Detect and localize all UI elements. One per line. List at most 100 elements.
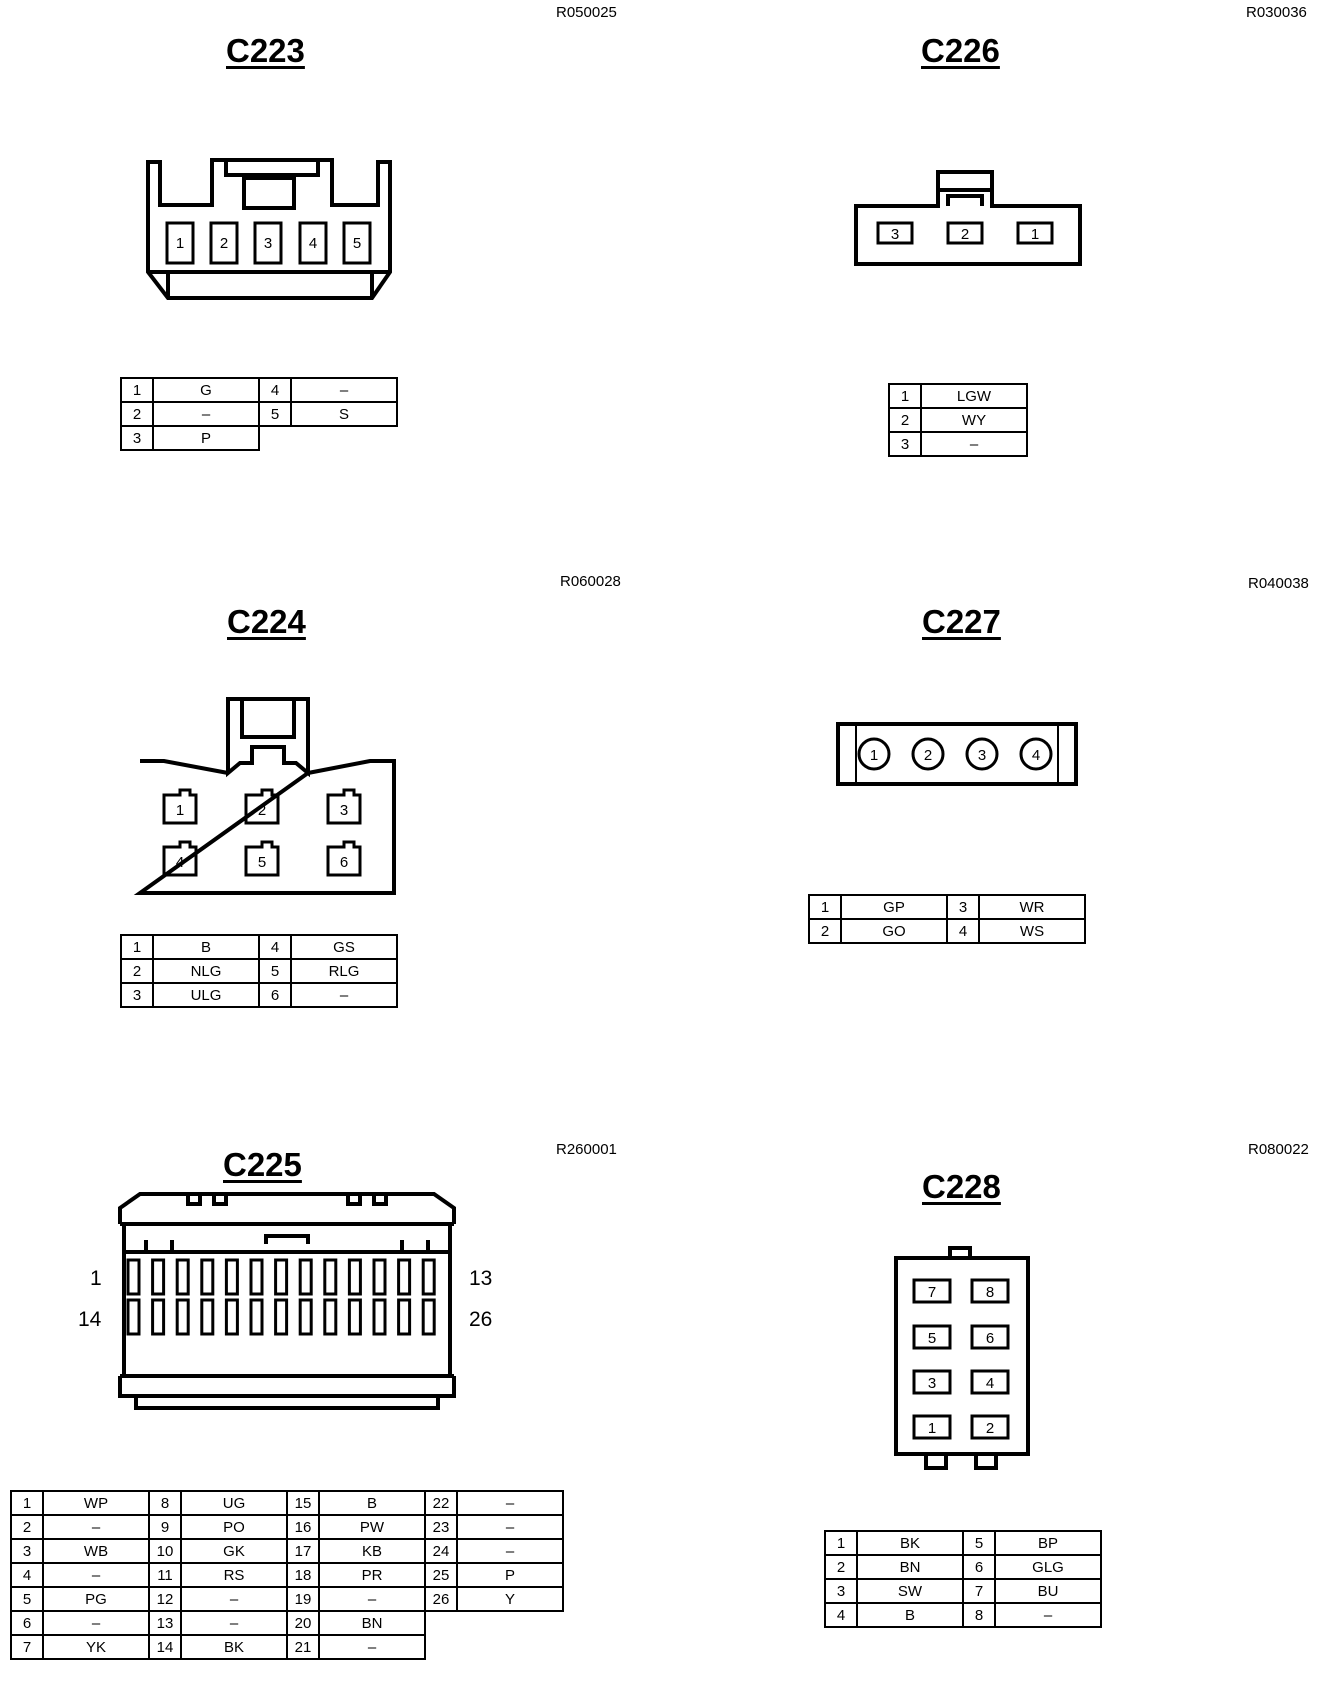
c226-ref-code: R030036 xyxy=(1246,4,1307,21)
pin-number: 10 xyxy=(148,1538,182,1564)
wire-color: S xyxy=(290,401,398,427)
c224-pin-label: 5 xyxy=(258,854,266,871)
c225-title: C225 xyxy=(223,1146,302,1183)
wire-color: YK xyxy=(42,1634,150,1660)
pin-number: 1 xyxy=(120,377,154,403)
pin-number: 13 xyxy=(148,1610,182,1636)
wire-color: RLG xyxy=(290,958,398,984)
c225-pin-slot xyxy=(421,1258,436,1296)
pin-number: 8 xyxy=(148,1490,182,1516)
wire-color: B xyxy=(152,934,260,960)
c225-pin-slot xyxy=(372,1298,387,1336)
wire-color: – xyxy=(42,1610,150,1636)
c225-pin-slot xyxy=(224,1258,239,1296)
wire-color: BP xyxy=(994,1530,1102,1556)
pin-number: 12 xyxy=(148,1586,182,1612)
c227-pin-label: 3 xyxy=(978,747,986,764)
c224-pin-label: 2 xyxy=(258,802,266,819)
c223-pin-label: 1 xyxy=(176,235,184,252)
c227-title: C227 xyxy=(922,603,1001,640)
c225-pin-slot xyxy=(175,1298,190,1336)
c225-pin-slot xyxy=(347,1258,362,1296)
wire-color: KB xyxy=(318,1538,426,1564)
table-row: 3 SW 7 BU xyxy=(824,1578,1102,1604)
wire-color: – xyxy=(180,1610,288,1636)
pin-number: 3 xyxy=(120,425,154,451)
c225-pin-slot xyxy=(323,1258,338,1296)
wire-color: G xyxy=(152,377,260,403)
c223-pin-label: 3 xyxy=(264,235,272,252)
c225-pin-slot xyxy=(372,1258,387,1296)
c228-pin-label: 3 xyxy=(928,1375,936,1392)
c228-pin-label: 1 xyxy=(928,1420,936,1437)
table-row: 3 P xyxy=(120,425,397,451)
c228-pin-label: 6 xyxy=(986,1330,994,1347)
c226-pin-label: 2 xyxy=(961,226,969,243)
wire-color: P xyxy=(456,1562,564,1588)
pin-number: 3 xyxy=(824,1578,858,1604)
wire-color: SW xyxy=(856,1578,964,1604)
wire-color: BN xyxy=(856,1554,964,1580)
pin-number: 17 xyxy=(286,1538,320,1564)
table-row: 2 BN 6 GLG xyxy=(824,1554,1102,1580)
pin-number: 16 xyxy=(286,1514,320,1540)
pin-number: 21 xyxy=(286,1634,320,1660)
c225-pin-slot xyxy=(151,1298,166,1336)
pin-number: 1 xyxy=(808,894,842,920)
c223-pin-table: 1 G 4 – 2 – 5 S 3 P xyxy=(120,377,398,451)
pin-number: 2 xyxy=(10,1514,44,1540)
table-row: 2 – 5 S xyxy=(120,401,398,427)
pin-number: 22 xyxy=(424,1490,458,1516)
c226-pin-table: 1 LGW 2 WY 3 – xyxy=(888,383,1028,457)
wire-color: GS xyxy=(290,934,398,960)
pin-number: 2 xyxy=(824,1554,858,1580)
c225-row-label-top-left: 1 xyxy=(90,1267,102,1290)
pin-number: 2 xyxy=(120,958,154,984)
c224-pin-label: 1 xyxy=(176,802,184,819)
wire-color: – xyxy=(290,982,398,1008)
table-row: 1 BK 5 BP xyxy=(824,1530,1102,1556)
table-row: 1 GP 3 WR xyxy=(808,894,1086,920)
c224-connector-face: 1 2 3 4 5 6 xyxy=(133,697,396,895)
wire-color: ULG xyxy=(152,982,260,1008)
wire-color: – xyxy=(318,1586,426,1612)
pin-number: 2 xyxy=(120,401,154,427)
pin-number: 14 xyxy=(148,1634,182,1660)
pin-number: 2 xyxy=(808,918,842,944)
wire-color: BK xyxy=(180,1634,288,1660)
pin-number: 5 xyxy=(10,1586,44,1612)
wire-color: – xyxy=(318,1634,426,1660)
pin-number: 11 xyxy=(148,1562,182,1588)
pin-number: 3 xyxy=(888,431,922,457)
c228-pin-label: 5 xyxy=(928,1330,936,1347)
c225-pin-slot xyxy=(298,1298,313,1336)
c225-row-label-bottom-left: 14 xyxy=(78,1308,102,1331)
pin-number: 15 xyxy=(286,1490,320,1516)
table-row: 3 ULG 6 – xyxy=(120,982,398,1008)
c228-ref-code: R080022 xyxy=(1248,1141,1309,1158)
c226-connector-face: 3 2 1 xyxy=(854,170,1082,266)
c225-pin-slot xyxy=(298,1258,313,1296)
wire-color: WP xyxy=(42,1490,150,1516)
c228-pin-label: 4 xyxy=(986,1375,994,1392)
c227-pin-label: 2 xyxy=(924,747,932,764)
c224-pin-label: 3 xyxy=(340,802,348,819)
c225-row-label-bottom-right: 26 xyxy=(469,1308,493,1331)
wire-color: UG xyxy=(180,1490,288,1516)
wire-color: NLG xyxy=(152,958,260,984)
pin-number: 26 xyxy=(424,1586,458,1612)
pin-number: 1 xyxy=(824,1530,858,1556)
pin-number: 23 xyxy=(424,1514,458,1540)
wire-color: GK xyxy=(180,1538,288,1564)
pin-number: 4 xyxy=(824,1602,858,1628)
pin-number: 3 xyxy=(120,982,154,1008)
wire-color: PW xyxy=(318,1514,426,1540)
c223-ref-code: R050025 xyxy=(556,4,617,21)
c226-pin-label: 1 xyxy=(1031,226,1039,243)
wire-color: BK xyxy=(856,1530,964,1556)
c227-ref-code: R040038 xyxy=(1248,575,1309,592)
c228-pin-label: 8 xyxy=(986,1284,994,1301)
pin-number: 5 xyxy=(962,1530,996,1556)
